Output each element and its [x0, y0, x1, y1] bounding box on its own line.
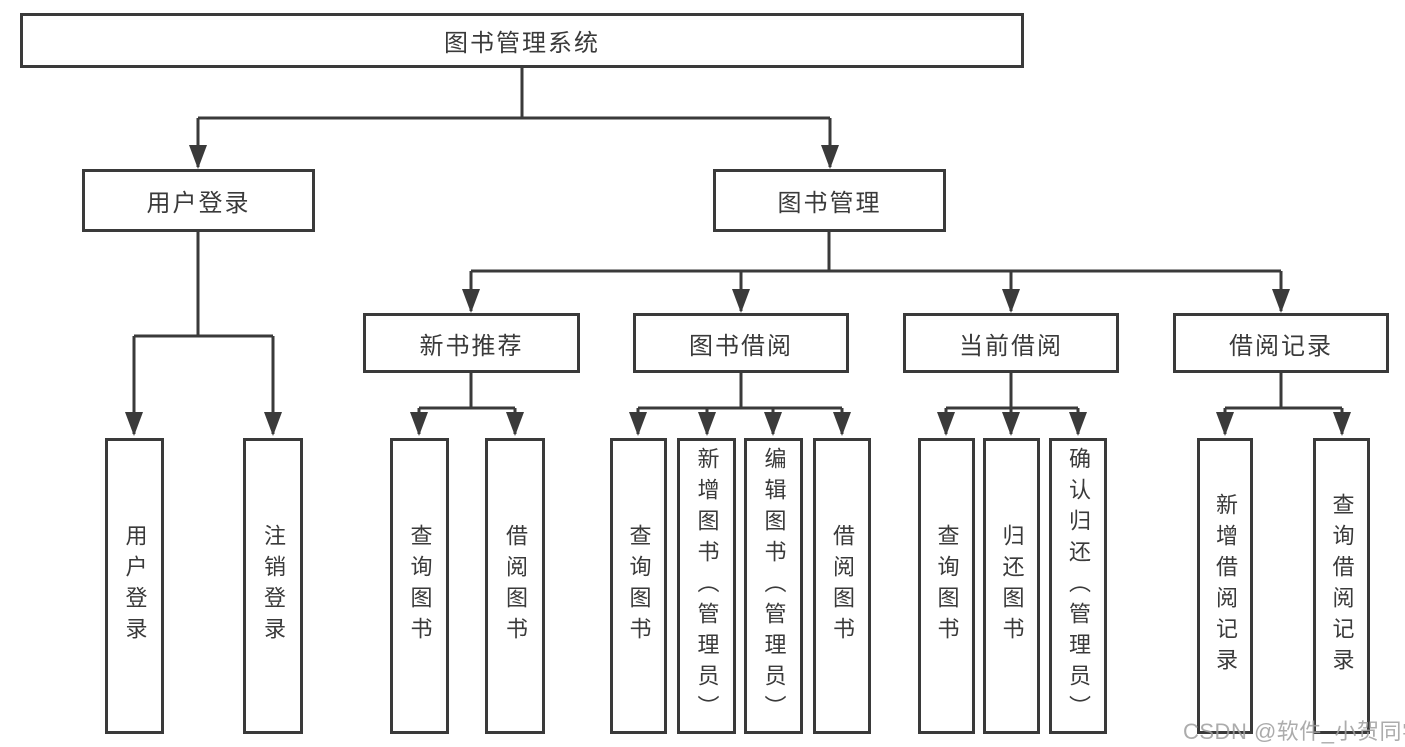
leaf-edit-book-admin-label: 编辑图书（管理员） [761, 446, 787, 726]
node-book-borrow-label: 图书借阅 [689, 332, 793, 360]
leaf-query-books-recommend: 查询图书 [390, 438, 449, 734]
node-current-borrow-label: 当前借阅 [959, 332, 1063, 360]
leaf-add-borrow-record-label: 新增借阅记录 [1213, 493, 1238, 679]
connector-root-to-level2 [189, 68, 839, 169]
connector-new-book-recommend-to-leaves [410, 373, 524, 436]
leaf-logout-label: 注销登录 [261, 524, 286, 648]
node-book-management-label: 图书管理 [777, 190, 882, 217]
connector-borrow-records-to-leaves [1216, 373, 1351, 436]
leaf-query-borrow-record: 查询借阅记录 [1313, 438, 1370, 734]
connector-current-borrow-to-leaves [937, 373, 1087, 436]
node-borrow-records-label: 借阅记录 [1229, 332, 1333, 360]
node-book-borrow: 图书借阅 [633, 313, 849, 373]
leaf-logout: 注销登录 [243, 438, 303, 734]
leaf-query-borrow-record-label: 查询借阅记录 [1329, 493, 1355, 679]
connector-book-management-to-level3 [462, 232, 1290, 313]
leaf-user-login-label: 用户登录 [122, 524, 148, 648]
node-user-login-label: 用户登录 [146, 190, 251, 217]
leaf-add-borrow-record: 新增借阅记录 [1197, 438, 1253, 734]
leaf-return-books: 归还图书 [983, 438, 1040, 734]
leaf-borrow-books-recommend: 借阅图书 [485, 438, 545, 734]
leaf-user-login: 用户登录 [105, 438, 164, 734]
leaf-query-books-current: 查询图书 [918, 438, 975, 734]
leaf-add-book-admin: 新增图书（管理员） [677, 438, 736, 734]
node-root: 图书管理系统 [20, 13, 1024, 68]
leaf-query-books-current-label: 查询图书 [934, 524, 960, 648]
leaf-borrow-books-label: 借阅图书 [830, 524, 855, 648]
connector-user-login-to-leaves [125, 232, 282, 436]
node-borrow-records: 借阅记录 [1173, 313, 1389, 373]
leaf-query-books-recommend-label: 查询图书 [407, 524, 433, 648]
leaf-query-books-borrow-label: 查询图书 [626, 524, 652, 648]
leaf-return-books-label: 归还图书 [999, 524, 1025, 648]
leaf-query-books-borrow: 查询图书 [610, 438, 667, 734]
connector-book-borrow-to-leaves [629, 373, 851, 436]
watermark: CSDN @软件_小贺同学 [1183, 719, 1405, 744]
node-book-management: 图书管理 [713, 169, 946, 232]
node-new-book-recommend-label: 新书推荐 [419, 332, 524, 360]
leaf-confirm-return-admin: 确认归还（管理员） [1049, 438, 1107, 734]
node-new-book-recommend: 新书推荐 [363, 313, 580, 373]
leaf-edit-book-admin: 编辑图书（管理员） [744, 438, 803, 734]
leaf-add-book-admin-label: 新增图书（管理员） [694, 446, 720, 726]
leaf-borrow-books: 借阅图书 [813, 438, 871, 734]
leaf-borrow-books-recommend-label: 借阅图书 [503, 524, 528, 648]
node-current-borrow: 当前借阅 [903, 313, 1119, 373]
leaf-confirm-return-admin-label: 确认归还（管理员） [1066, 446, 1091, 726]
node-root-label: 图书管理系统 [444, 30, 600, 57]
node-user-login: 用户登录 [82, 169, 315, 232]
